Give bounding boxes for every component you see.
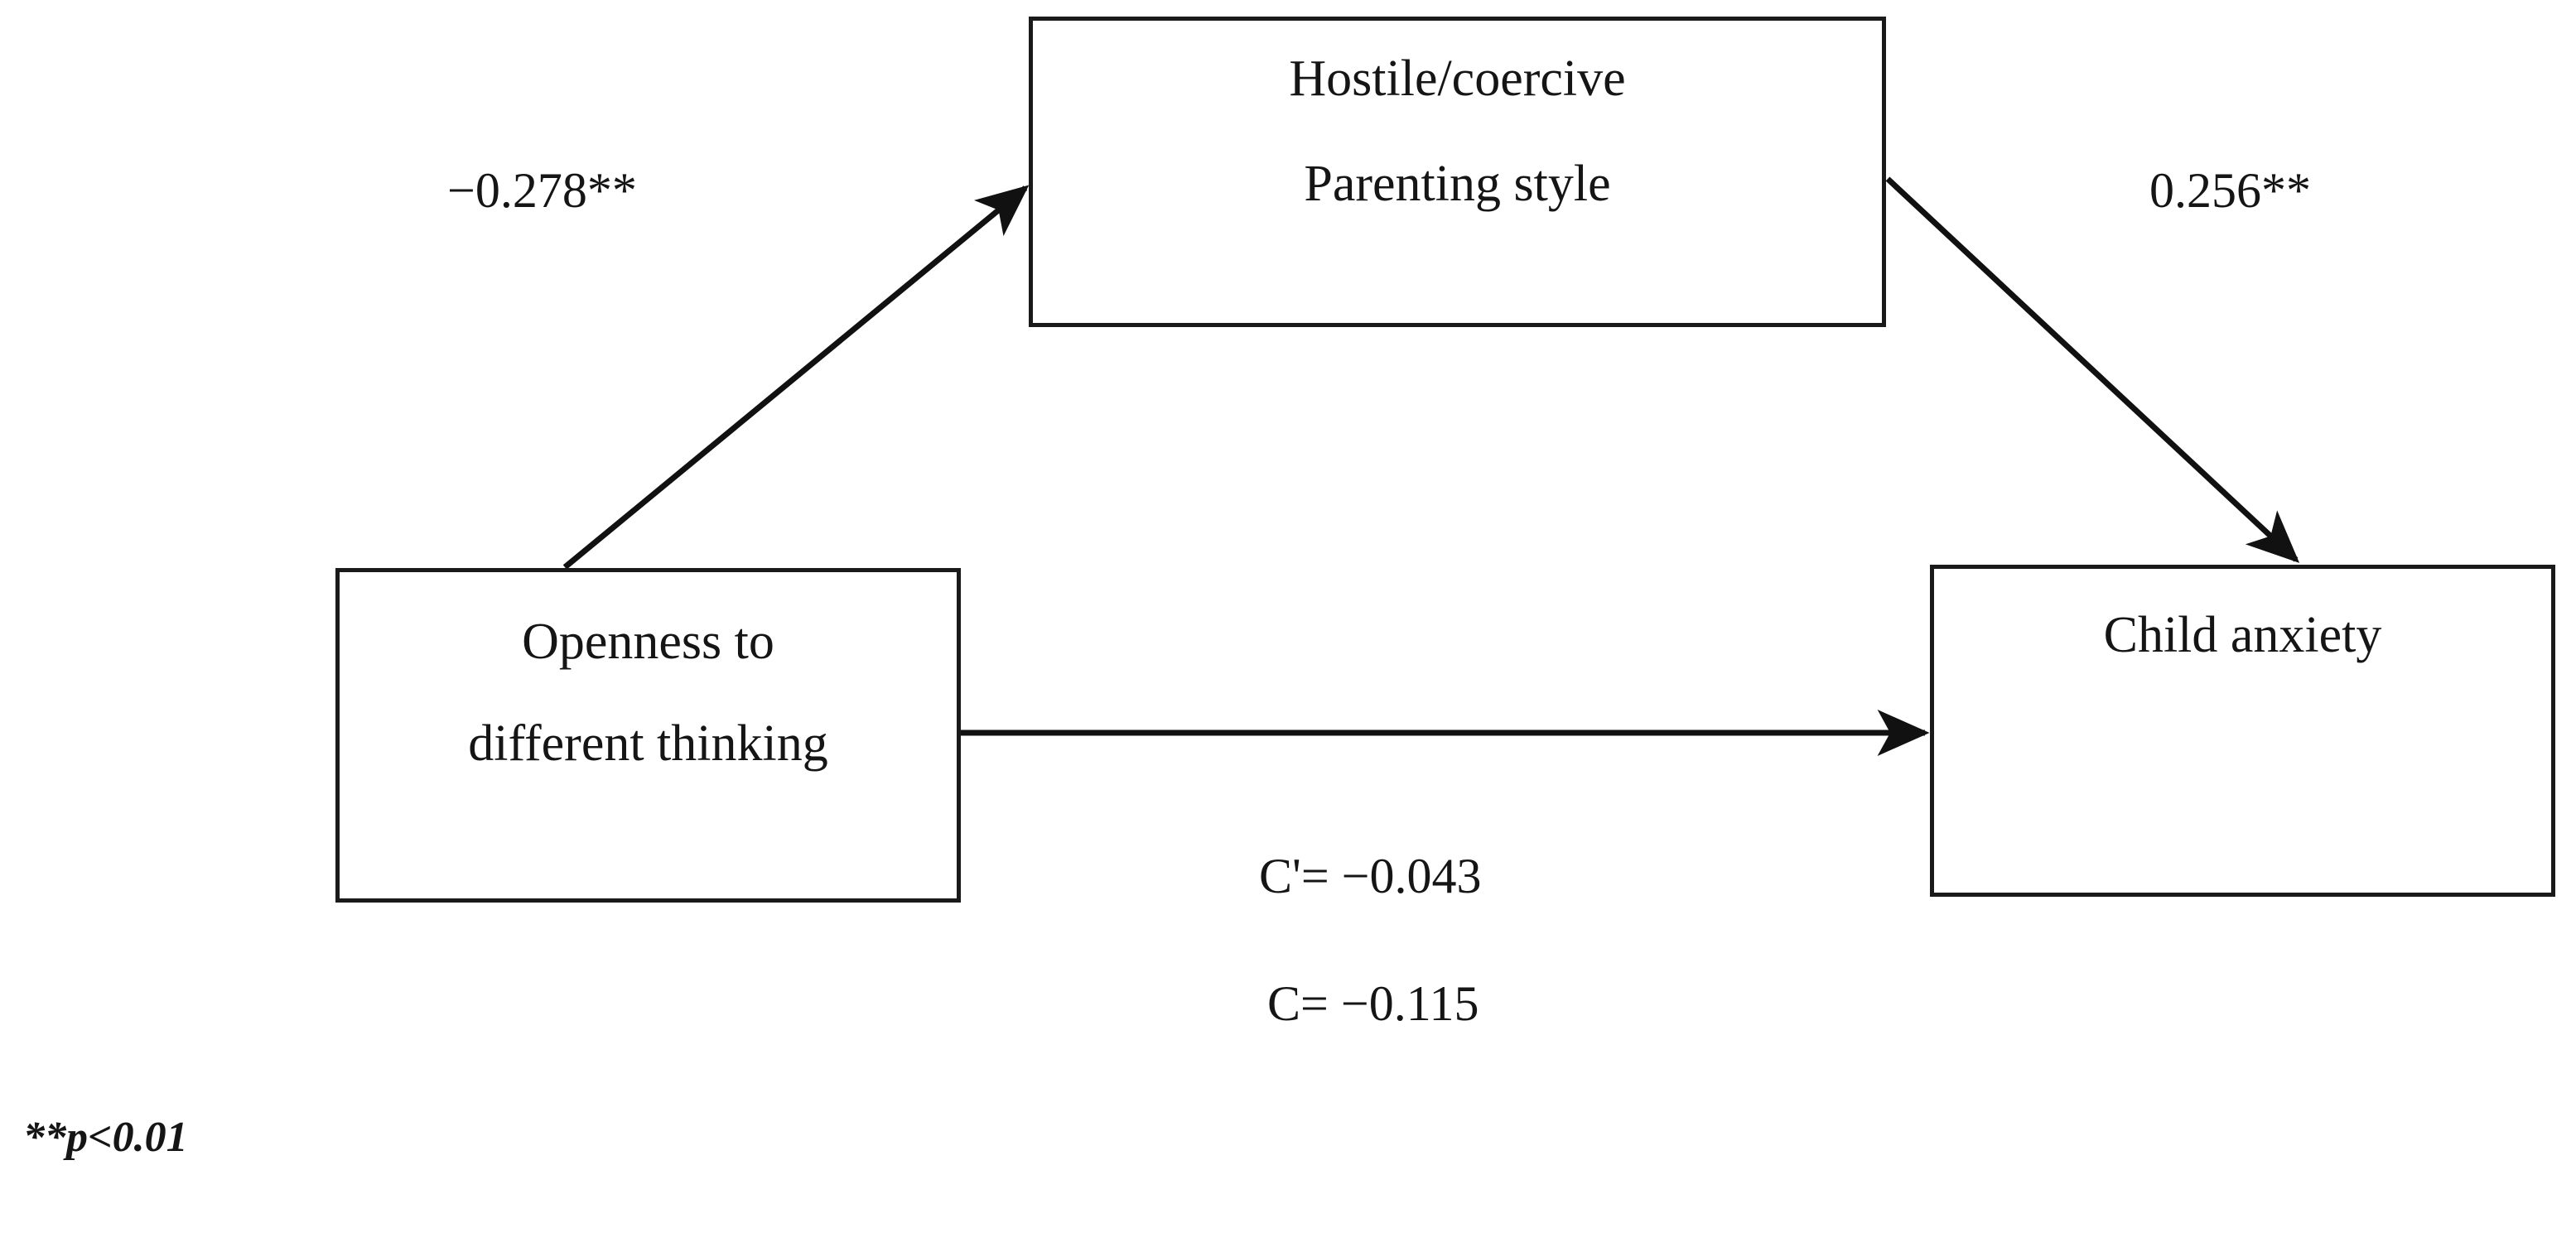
node-box-child-anxiety[interactable]: Child anxiety bbox=[1930, 565, 2555, 897]
path-label-c-total-coefficient: C= −0.115 bbox=[1267, 976, 1479, 1031]
node-box-openness-to-different-thinking[interactable]: Openness to different thinking bbox=[335, 568, 961, 903]
predictor-label-line1: Openness to bbox=[522, 614, 774, 670]
outcome-label-line1: Child anxiety bbox=[2103, 607, 2382, 663]
mediator-label-line1: Hostile/coercive bbox=[1289, 51, 1626, 107]
arrow-path-a bbox=[562, 185, 1030, 570]
significance-footnote: **p<0.01 bbox=[23, 1114, 188, 1161]
path-label-a-coefficient: −0.278** bbox=[447, 163, 637, 218]
node-box-hostile-coercive-parenting-style[interactable]: Hostile/coercive Parenting style bbox=[1029, 17, 1886, 327]
predictor-label-line2: different thinking bbox=[468, 715, 828, 773]
path-label-c-prime-coefficient: C'= −0.043 bbox=[1259, 849, 1482, 903]
path-label-b-coefficient: 0.256** bbox=[2149, 163, 2311, 218]
arrow-path-b bbox=[1885, 176, 2300, 563]
mediator-label-line2: Parenting style bbox=[1304, 156, 1611, 213]
